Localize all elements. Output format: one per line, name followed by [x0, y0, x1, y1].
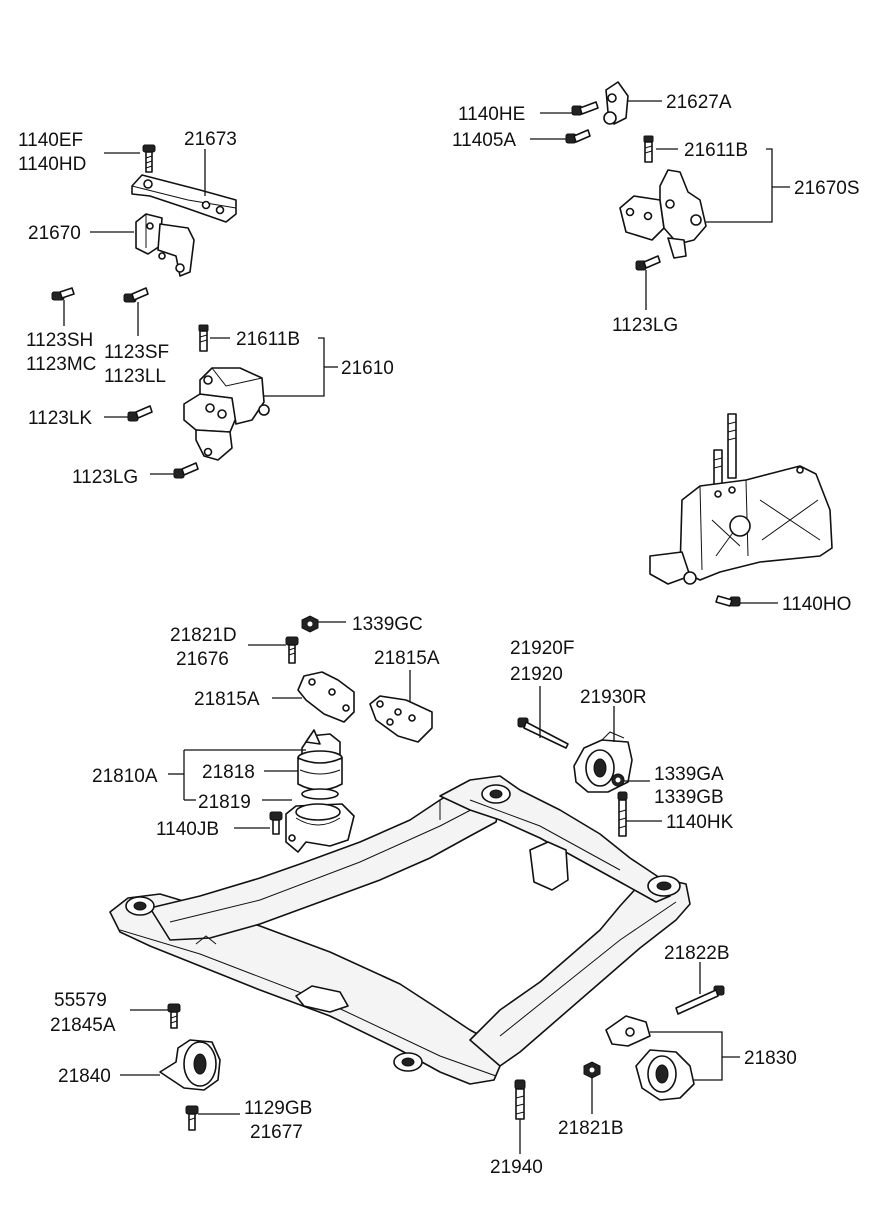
- label-1339gc: 1339GC: [352, 614, 423, 635]
- label-1140he: 1140HE: [458, 104, 525, 125]
- bolt-11405a: [565, 129, 591, 144]
- bracket-assembly-right: [649, 413, 833, 585]
- label-21821b: 21821B: [558, 1118, 624, 1139]
- nut-1339gc: [301, 615, 319, 633]
- nut-21821b: [583, 1061, 601, 1079]
- label-1123lk: 1123LK: [28, 408, 92, 429]
- label-1123sf: 1123SF: [104, 342, 169, 363]
- insulator-21818: [297, 729, 343, 800]
- bolt-1140he: [571, 101, 599, 116]
- label-21676: 21676: [176, 649, 229, 670]
- label-1123sh: 1123SH: [26, 330, 93, 351]
- label-21840: 21840: [58, 1066, 111, 1087]
- bolt-1123lg-left: [173, 462, 199, 479]
- bolt-1129gb: [185, 1105, 199, 1131]
- label-21627a: 21627A: [666, 92, 732, 113]
- label-55579: 55579: [54, 990, 107, 1011]
- mount-21840: [159, 1039, 221, 1091]
- crossmember-subframe: [109, 775, 691, 1085]
- stud-21611b-right: [643, 135, 654, 163]
- bolt-21940: [514, 1079, 526, 1120]
- label-1140hk: 1140HK: [666, 812, 734, 833]
- bracket-21815a-right: [369, 695, 433, 743]
- label-21821d: 21821D: [170, 625, 237, 646]
- part-labels: 1140EF 1140HD 21673 21670 1123SH 1123MC …: [18, 92, 860, 1178]
- label-1339gb: 1339GB: [654, 787, 724, 808]
- mount-21610: [183, 367, 270, 461]
- bracket-21673: [131, 174, 237, 223]
- bolt-1123lk: [127, 405, 153, 422]
- label-21815a-left: 21815A: [194, 689, 260, 710]
- bolt-1123sh: [51, 287, 75, 301]
- bolt-1140hk: [617, 791, 628, 837]
- label-21815a-top: 21815A: [374, 648, 440, 669]
- stud-21611b-left: [198, 324, 209, 352]
- label-21930r: 21930R: [580, 687, 647, 708]
- label-21819: 21819: [198, 792, 251, 813]
- label-21611b-right: 21611B: [684, 140, 748, 161]
- label-1123mc: 1123MC: [26, 354, 96, 375]
- bolt-21822b: [675, 985, 725, 1015]
- bracket-21819: [285, 803, 355, 853]
- label-21920: 21920: [510, 664, 563, 685]
- bolt-1123lg-right: [635, 255, 661, 271]
- label-1140hd: 1140HD: [18, 154, 86, 175]
- label-21810a: 21810A: [92, 766, 158, 787]
- label-11405a: 11405A: [452, 130, 516, 151]
- label-21920f: 21920F: [510, 638, 574, 659]
- label-21673: 21673: [184, 129, 237, 150]
- label-1123ll: 1123LL: [104, 366, 166, 387]
- mount-21670: [135, 213, 195, 277]
- bolt-21821d: [285, 636, 299, 664]
- bolt-55579: [167, 1003, 181, 1029]
- label-21822b: 21822B: [664, 943, 730, 964]
- bolt-21920: [517, 717, 569, 749]
- bolt-1140jb: [269, 811, 283, 835]
- label-21610: 21610: [341, 358, 394, 379]
- label-1339ga: 1339GA: [654, 764, 724, 785]
- leader-lines: [63, 100, 790, 1154]
- label-21940: 21940: [490, 1157, 543, 1178]
- mount-21670s: [619, 169, 707, 259]
- label-1123lg-left: 1123LG: [72, 467, 138, 488]
- label-1140ho: 1140HO: [782, 594, 851, 615]
- label-21611b-left: 21611B: [236, 329, 300, 350]
- bracket-21627a: [603, 81, 629, 125]
- label-1140ef: 1140EF: [18, 130, 83, 151]
- label-21670: 21670: [28, 223, 81, 244]
- label-21670s: 21670S: [794, 178, 860, 199]
- label-21677: 21677: [250, 1122, 303, 1143]
- label-1140jb: 1140JB: [156, 819, 219, 840]
- label-21845a: 21845A: [50, 1015, 116, 1036]
- bracket-21830-upper: [605, 1015, 651, 1047]
- bracket-21815a-left: [297, 671, 355, 723]
- bolt-1123sf: [123, 287, 149, 303]
- label-21830: 21830: [744, 1048, 797, 1069]
- nut-1339ga: [611, 773, 625, 787]
- label-1129gb: 1129GB: [244, 1098, 312, 1119]
- label-1123lg-right: 1123LG: [612, 315, 678, 336]
- mount-21830: [635, 1049, 695, 1101]
- bolt-1140ef: [142, 144, 156, 173]
- label-21818: 21818: [202, 762, 255, 783]
- bolt-1140ho: [715, 595, 741, 607]
